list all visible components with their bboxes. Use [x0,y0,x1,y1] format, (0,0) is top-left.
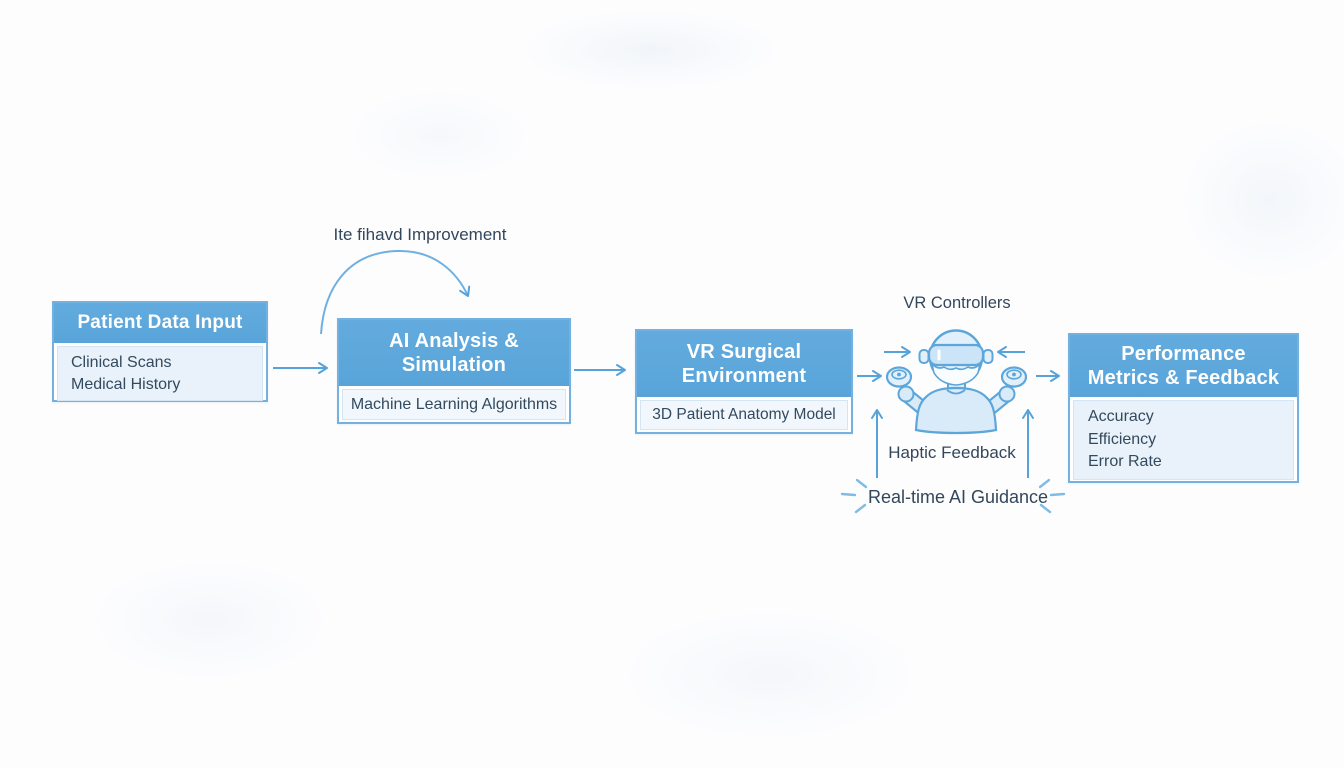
box-item: Error Rate [1088,453,1162,471]
box-body-patient-data-input: Clinical Scans Medical History [57,346,263,401]
box-item: Clinical Scans [71,353,172,371]
realtime-ai-guidance-label: Real-time AI Guidance [867,487,1049,507]
flow-box-performance-metrics: Performance Metrics & Feedback Accuracy … [1068,333,1299,483]
box-item: Medical History [71,375,181,393]
vr-controller-left-icon [885,366,913,388]
box-title: Performance [1121,342,1246,365]
vr-headset-icon [927,343,985,367]
box-body-performance-metrics: Accuracy Efficiency Error Rate [1073,400,1294,480]
haptic-feedback-label: Haptic Feedback [888,443,1016,462]
vr-controllers-label: VR Controllers [903,294,1011,312]
box-title: Metrics & Feedback [1087,367,1280,389]
box-header-patient-data-input: Patient Data Input [54,303,266,343]
box-title: VR Surgical [686,340,802,363]
box-header-performance-metrics: Performance Metrics & Feedback [1070,335,1297,397]
flow-box-patient-data-input: Patient Data Input Clinical Scans Medica… [52,301,268,402]
vr-user-icon [885,329,1028,435]
box-header-ai-analysis: AI Analysis & Simulation [339,320,569,386]
box-title: AI Analysis & [389,329,519,352]
box-title: Environment [681,365,807,387]
box-item: Accuracy [1088,408,1154,426]
box-item: Efficiency [1088,430,1157,448]
box-title: Simulation [401,354,507,376]
sparkle-left-icon [840,478,868,514]
iterative-improvement-label: Ite fihavd Improvement [333,225,507,244]
box-header-vr-environment: VR Surgical Environment [637,331,851,397]
sparkle-right-icon [1038,478,1066,514]
box-body-ai-analysis: Machine Learning Algorithms [342,389,566,420]
flow-box-ai-analysis-simulation: AI Analysis & Simulation Machine Learnin… [337,318,571,424]
iterative-improvement-arrow [320,249,471,335]
box-item: 3D Patient Anatomy Model [652,406,836,423]
box-body-vr-environment: 3D Patient Anatomy Model [640,400,848,430]
flow-box-vr-surgical-environment: VR Surgical Environment 3D Patient Anato… [635,329,853,434]
box-title: Patient Data Input [77,312,243,334]
box-item: Machine Learning Algorithms [350,395,558,413]
vr-controller-right-icon [1000,366,1028,388]
